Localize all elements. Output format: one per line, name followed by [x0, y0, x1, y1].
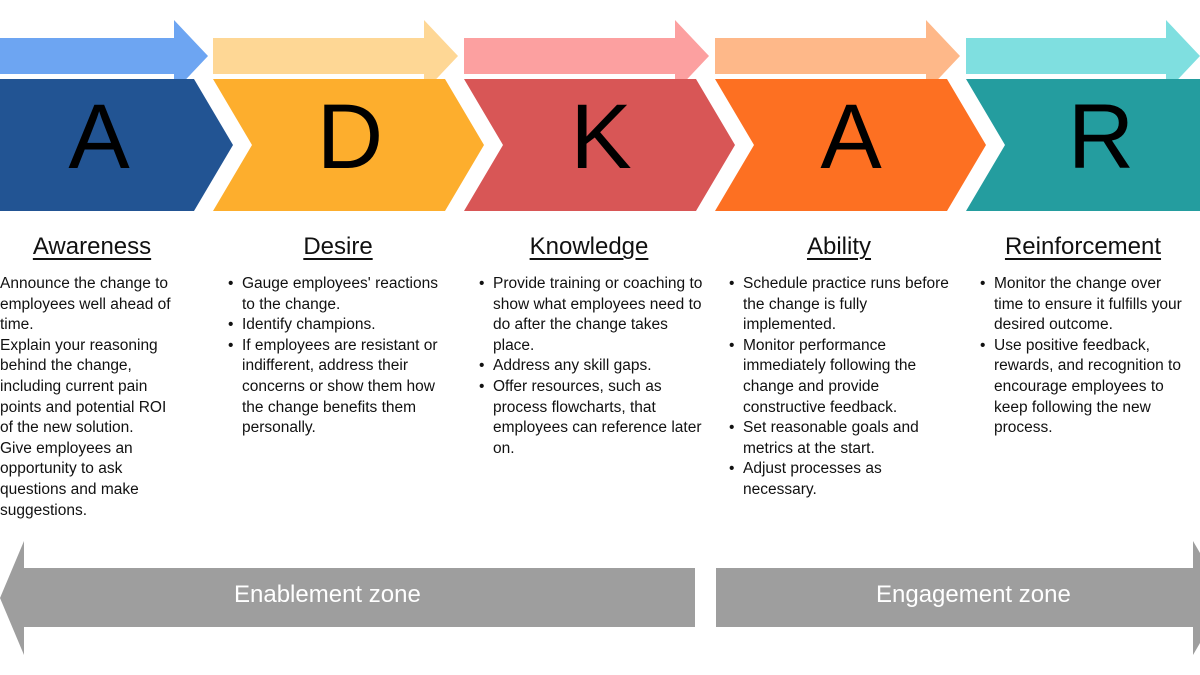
stage-ability: A [715, 20, 986, 211]
stage-column-knowledge: Knowledge Provide training or coaching t… [475, 232, 703, 459]
zone-arrow-engagement [716, 541, 1200, 655]
top-arrow-awareness [0, 20, 208, 92]
top-arrow-ability [715, 20, 960, 92]
bullet-list-reinforcement: Monitor the change over time to ensure i… [976, 274, 1190, 439]
chevron-reinforcement [966, 79, 1200, 211]
list-item: Provide training or coaching to show wha… [479, 274, 703, 356]
stage-column-desire: Desire Gauge employees' reactions to the… [224, 232, 452, 439]
stage-title-awareness: Awareness [32, 233, 152, 260]
list-item: Use positive feedback, rewards, and reco… [980, 336, 1190, 439]
list-item: Schedule practice runs before the change… [729, 274, 953, 336]
stage-desire: D [213, 20, 484, 211]
top-arrow-desire [213, 20, 458, 92]
stage-title-knowledge: Knowledge [529, 233, 649, 260]
stage-column-ability: Ability Schedule practice runs before th… [725, 232, 953, 501]
zone-label-engagement: Engagement zone [876, 581, 1071, 608]
list-item: Give employees an opportunity to ask que… [0, 439, 182, 521]
list-item: Offer resources, such as process flowcha… [479, 377, 703, 459]
zone-arrow-enablement [0, 541, 695, 655]
top-arrow-reinforcement [966, 20, 1200, 92]
list-item: If employees are resistant or indifferen… [228, 336, 452, 439]
chevron-awareness [0, 79, 233, 211]
letter-ability: A [820, 86, 882, 188]
stage-title-reinforcement: Reinforcement [1004, 233, 1162, 260]
stage-title-ability: Ability [806, 233, 872, 260]
list-item: Address any skill gaps. [479, 356, 703, 377]
bullet-list-awareness: Announce the change to employees well ah… [0, 274, 182, 521]
stage-column-reinforcement: Reinforcement Monitor the change over ti… [976, 232, 1190, 439]
zone-label-enablement: Enablement zone [234, 581, 421, 608]
letter-awareness: A [68, 86, 130, 188]
letter-reinforcement: R [1068, 86, 1134, 188]
chevron-desire [213, 79, 484, 211]
list-item: Adjust processes as necessary. [729, 459, 953, 500]
bullet-list-desire: Gauge employees' reactions to the change… [224, 274, 452, 439]
letter-knowledge: K [570, 86, 631, 188]
list-item: Announce the change to employees well ah… [0, 274, 182, 336]
chevron-ability [715, 79, 986, 211]
bullet-list-ability: Schedule practice runs before the change… [725, 274, 953, 501]
stage-column-awareness: Awareness Announce the change to employe… [0, 232, 182, 521]
letter-desire: D [317, 86, 383, 188]
bullet-list-knowledge: Provide training or coaching to show wha… [475, 274, 703, 459]
stage-awareness: A [0, 20, 233, 211]
list-item: Gauge employees' reactions to the change… [228, 274, 452, 315]
list-item: Explain your reasoning behind the change… [0, 336, 182, 439]
list-item: Set reasonable goals and metrics at the … [729, 418, 953, 459]
stage-reinforcement: R [966, 20, 1200, 211]
top-arrow-knowledge [464, 20, 709, 92]
list-item: Monitor performance immediately followin… [729, 336, 953, 418]
stage-knowledge: K [464, 20, 735, 211]
list-item: Identify champions. [228, 315, 452, 336]
list-item: Monitor the change over time to ensure i… [980, 274, 1190, 336]
stage-title-desire: Desire [303, 233, 373, 260]
chevron-knowledge [464, 79, 735, 211]
